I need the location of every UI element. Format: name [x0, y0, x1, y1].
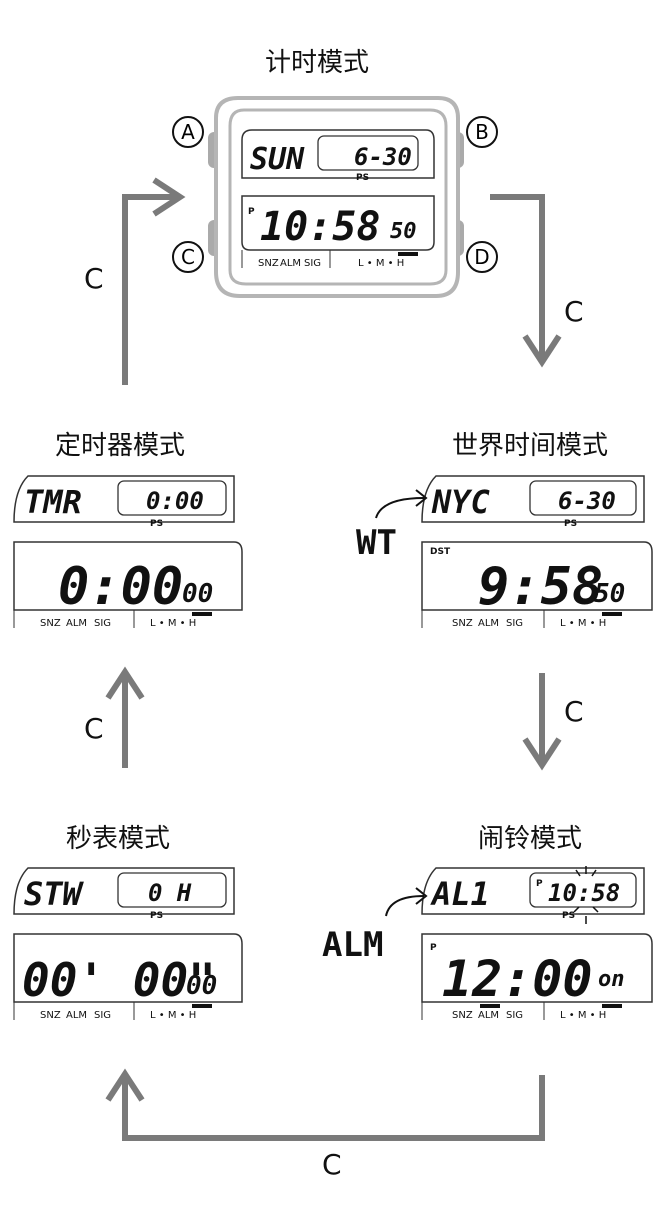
stopwatch-mode-title: 秒表模式: [66, 824, 171, 854]
svg-text:A: A: [181, 120, 195, 144]
stopwatch-level: L • M • H: [150, 1010, 196, 1021]
arrow-label-c-left-lower: C: [84, 712, 104, 745]
tk-date-text: 6-30: [354, 143, 412, 171]
world-seconds-text: 50: [594, 579, 625, 609]
stopwatch-snz: SNZ: [40, 1010, 61, 1021]
world-level: L • M • H: [560, 618, 606, 629]
stopwatch-upper-text: 0 H: [148, 879, 192, 907]
world-alm: ALM: [478, 618, 499, 629]
stopwatch-hundredths-text: 00: [186, 971, 217, 1001]
alarm-alm: ALM: [478, 1010, 499, 1021]
world-date-text: 6-30: [558, 487, 616, 515]
tk-pm-text: P: [248, 207, 255, 217]
timer-seconds-text: 00: [182, 579, 213, 609]
stopwatch-alm: ALM: [66, 1010, 87, 1021]
svg-text:B: B: [475, 120, 489, 144]
arrow-label-c-right: C: [564, 295, 584, 328]
alarm-status-text: on: [598, 967, 625, 992]
tk-alm: ALM: [280, 258, 301, 269]
arrow-label-c-right-lower: C: [564, 695, 584, 728]
world-sig: SIG: [506, 618, 523, 629]
tk-level: L • M • H: [358, 258, 404, 269]
arrow-alarm-to-stopwatch: [122, 1075, 545, 1141]
wt-callout-text: WT: [356, 523, 397, 563]
stopwatch-mode-text: STW: [24, 875, 85, 913]
alarm-callout: ALM: [322, 887, 428, 965]
stopwatch-ps-text: PS: [150, 911, 163, 921]
alarm-pm-text: P: [430, 943, 437, 953]
alarm-upper-time-text: 10:58: [548, 879, 620, 907]
timer-upper-text: 0:00: [146, 487, 204, 515]
button-d-icon[interactable]: D: [462, 237, 502, 277]
timekeeping-mode-title: 计时模式: [265, 48, 370, 78]
alarm-mode-text: AL1: [430, 875, 490, 913]
world-time-callout: WT: [356, 489, 428, 563]
alm-callout-text: ALM: [322, 925, 383, 965]
timer-display: TMR 0:00 PS 0:00 00 SNZ ALM SIG L • M • …: [13, 475, 243, 629]
timer-sig: SIG: [94, 618, 111, 629]
alarm-ps-text: PS: [562, 911, 575, 921]
timekeeping-watch: [208, 96, 464, 298]
world-time-display: NYC 6-30 PS DST 9:58 50 SNZ ALM SIG L • …: [421, 475, 653, 629]
world-time-text: 9:58: [478, 557, 603, 617]
world-snz: SNZ: [452, 618, 473, 629]
stopwatch-sig: SIG: [94, 1010, 111, 1021]
alarm-level: L • M • H: [560, 1010, 606, 1021]
button-b-icon[interactable]: B: [462, 112, 502, 152]
tk-ps-text: PS: [356, 173, 369, 183]
arrow-timer-to-timekeeping: [122, 194, 180, 385]
timer-mode-text: TMR: [24, 483, 82, 521]
flash-indicator-icon: [573, 866, 599, 924]
tk-snz: SNZ: [258, 258, 279, 269]
timer-snz: SNZ: [40, 618, 61, 629]
timer-alm: ALM: [66, 618, 87, 629]
world-mode-text: NYC: [431, 483, 491, 521]
timer-ps-text: PS: [150, 519, 163, 529]
world-ps-text: PS: [564, 519, 577, 529]
arrow-timekeeping-to-world: [490, 194, 545, 362]
timer-mode-title: 定时器模式: [55, 431, 186, 461]
world-time-mode-title: 世界时间模式: [452, 431, 609, 461]
stopwatch-time-text: 00' 00": [22, 953, 216, 1007]
svg-text:D: D: [474, 245, 489, 269]
tk-sig: SIG: [304, 258, 321, 269]
world-dst-text: DST: [430, 547, 451, 557]
tk-time-text: 10:58: [260, 204, 380, 250]
timer-time-text: 0:00: [58, 557, 183, 617]
timekeeping-display-text: SUN 6-30 PS P 10:58 50 SNZ ALM SIG L • M…: [248, 142, 417, 269]
svg-text:C: C: [181, 245, 195, 269]
alarm-sig: SIG: [506, 1010, 523, 1021]
button-a-icon[interactable]: A: [168, 112, 208, 152]
alarm-display: AL1 P 10:58 PS P 12:00 on SNZ ALM SIG L …: [421, 866, 653, 1021]
alarm-time-text: 12:00: [442, 950, 593, 1008]
arrow-label-c-left: C: [84, 262, 104, 295]
alarm-snz: SNZ: [452, 1010, 473, 1021]
alarm-mode-title: 闹铃模式: [478, 824, 583, 854]
tk-seconds-text: 50: [390, 219, 417, 244]
stopwatch-display: STW 0 H PS 00' 00" 00 SNZ ALM SIG L • M …: [13, 867, 243, 1021]
alarm-upper-pm-text: P: [536, 879, 543, 889]
tk-mode-text: SUN: [250, 142, 305, 177]
timer-level: L • M • H: [150, 618, 196, 629]
arrow-label-c-bottom: C: [322, 1148, 342, 1181]
button-c-icon[interactable]: C: [168, 237, 208, 277]
